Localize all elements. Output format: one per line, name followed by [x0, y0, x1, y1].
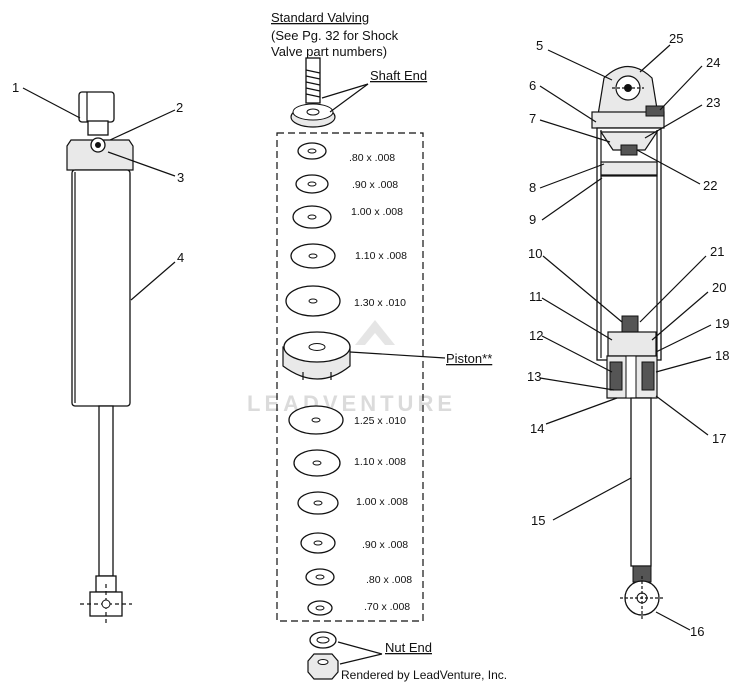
- valving-dashed-frame: [276, 132, 424, 622]
- washer-9: [300, 532, 336, 554]
- right-label-18: 18: [715, 348, 729, 363]
- piston-label: Piston**: [446, 351, 492, 366]
- watermark: LEADVENTURE: [247, 320, 456, 416]
- right-label-11: 11: [529, 289, 543, 304]
- washer-size-5: 1.30 x .010: [354, 297, 406, 309]
- right-label-9: 9: [529, 212, 536, 227]
- right-label-24: 24: [706, 55, 720, 70]
- nut-end-label: Nut End: [385, 640, 432, 655]
- right-label-21: 21: [710, 244, 724, 259]
- right-label-12: 12: [529, 328, 543, 343]
- header-line-2: (See Pg. 32 for Shock: [271, 28, 399, 43]
- shaft-end-label: Shaft End: [370, 68, 427, 83]
- footer-credit: Rendered by LeadVenture, Inc.: [341, 668, 507, 682]
- cutaway-piston: [607, 331, 657, 357]
- right-label-15: 15: [531, 513, 545, 528]
- washer-size-3: 1.00 x .008: [351, 206, 403, 218]
- left-label-2: 2: [176, 100, 183, 115]
- washer-7: [293, 449, 341, 477]
- left-label-1: 1: [12, 80, 19, 95]
- nut-end-washer: [309, 631, 337, 649]
- washer-size-1: .80 x .008: [349, 152, 395, 164]
- left-label-4: 4: [177, 250, 184, 265]
- right-label-6: 6: [529, 78, 536, 93]
- left-label-3: 3: [177, 170, 184, 185]
- cutaway-shaft: [630, 397, 652, 567]
- right-label-25: 25: [669, 31, 683, 46]
- right-label-5: 5: [536, 38, 543, 53]
- washer-size-2: .90 x .008: [352, 179, 398, 191]
- piston: [282, 331, 351, 380]
- washer-6: [288, 405, 344, 435]
- right-label-8: 8: [529, 180, 536, 195]
- right-label-23: 23: [706, 95, 720, 110]
- right-label-17: 17: [712, 431, 726, 446]
- washer-size-9: .90 x .008: [362, 539, 408, 551]
- left-shock-cap: [66, 139, 134, 171]
- washer-10: [305, 568, 335, 586]
- left-shock-eye: [78, 91, 115, 123]
- header-line-3: Valve part numbers): [271, 44, 387, 59]
- right-label-20: 20: [712, 280, 726, 295]
- washer-8: [297, 491, 339, 515]
- right-label-19: 19: [715, 316, 729, 331]
- valving-stack: Standard Valving (See Pg. 32 for Shock V…: [271, 10, 492, 680]
- washer-size-4: 1.10 x .008: [355, 250, 407, 262]
- washer-2: [295, 174, 329, 194]
- washer-size-11: .70 x .008: [364, 601, 410, 613]
- washer-3: [292, 205, 332, 229]
- left-shock-body: [71, 169, 131, 407]
- washer-5: [285, 285, 341, 317]
- washer-size-10: .80 x .008: [366, 574, 412, 586]
- washer-11: [307, 600, 333, 616]
- nut-end-nut: [307, 653, 339, 680]
- right-label-10: 10: [528, 246, 542, 261]
- washer-4: [290, 243, 336, 269]
- cutaway-seal: [599, 131, 659, 151]
- right-shock-cutaway: 5 6 7 8 9 10 11 12 13 14 15 25 24 23 22 …: [527, 31, 729, 639]
- left-shock-shaft: [98, 405, 114, 577]
- valving-shaft: [305, 57, 321, 104]
- washer-size-7: 1.10 x .008: [354, 456, 406, 468]
- right-label-14: 14: [530, 421, 544, 436]
- cutaway-nut: [621, 315, 639, 333]
- right-label-16: 16: [690, 624, 704, 639]
- right-label-7: 7: [529, 111, 536, 126]
- watermark-text: LEADVENTURE: [247, 391, 456, 416]
- left-shock-assembly: 1 2 3 4: [12, 80, 184, 625]
- washer-size-8: 1.00 x .008: [356, 496, 408, 508]
- header-title: Standard Valving: [271, 10, 369, 25]
- right-label-13: 13: [527, 369, 541, 384]
- right-label-22: 22: [703, 178, 717, 193]
- washer-1: [297, 142, 327, 160]
- washer-size-6: 1.25 x .010: [354, 415, 406, 427]
